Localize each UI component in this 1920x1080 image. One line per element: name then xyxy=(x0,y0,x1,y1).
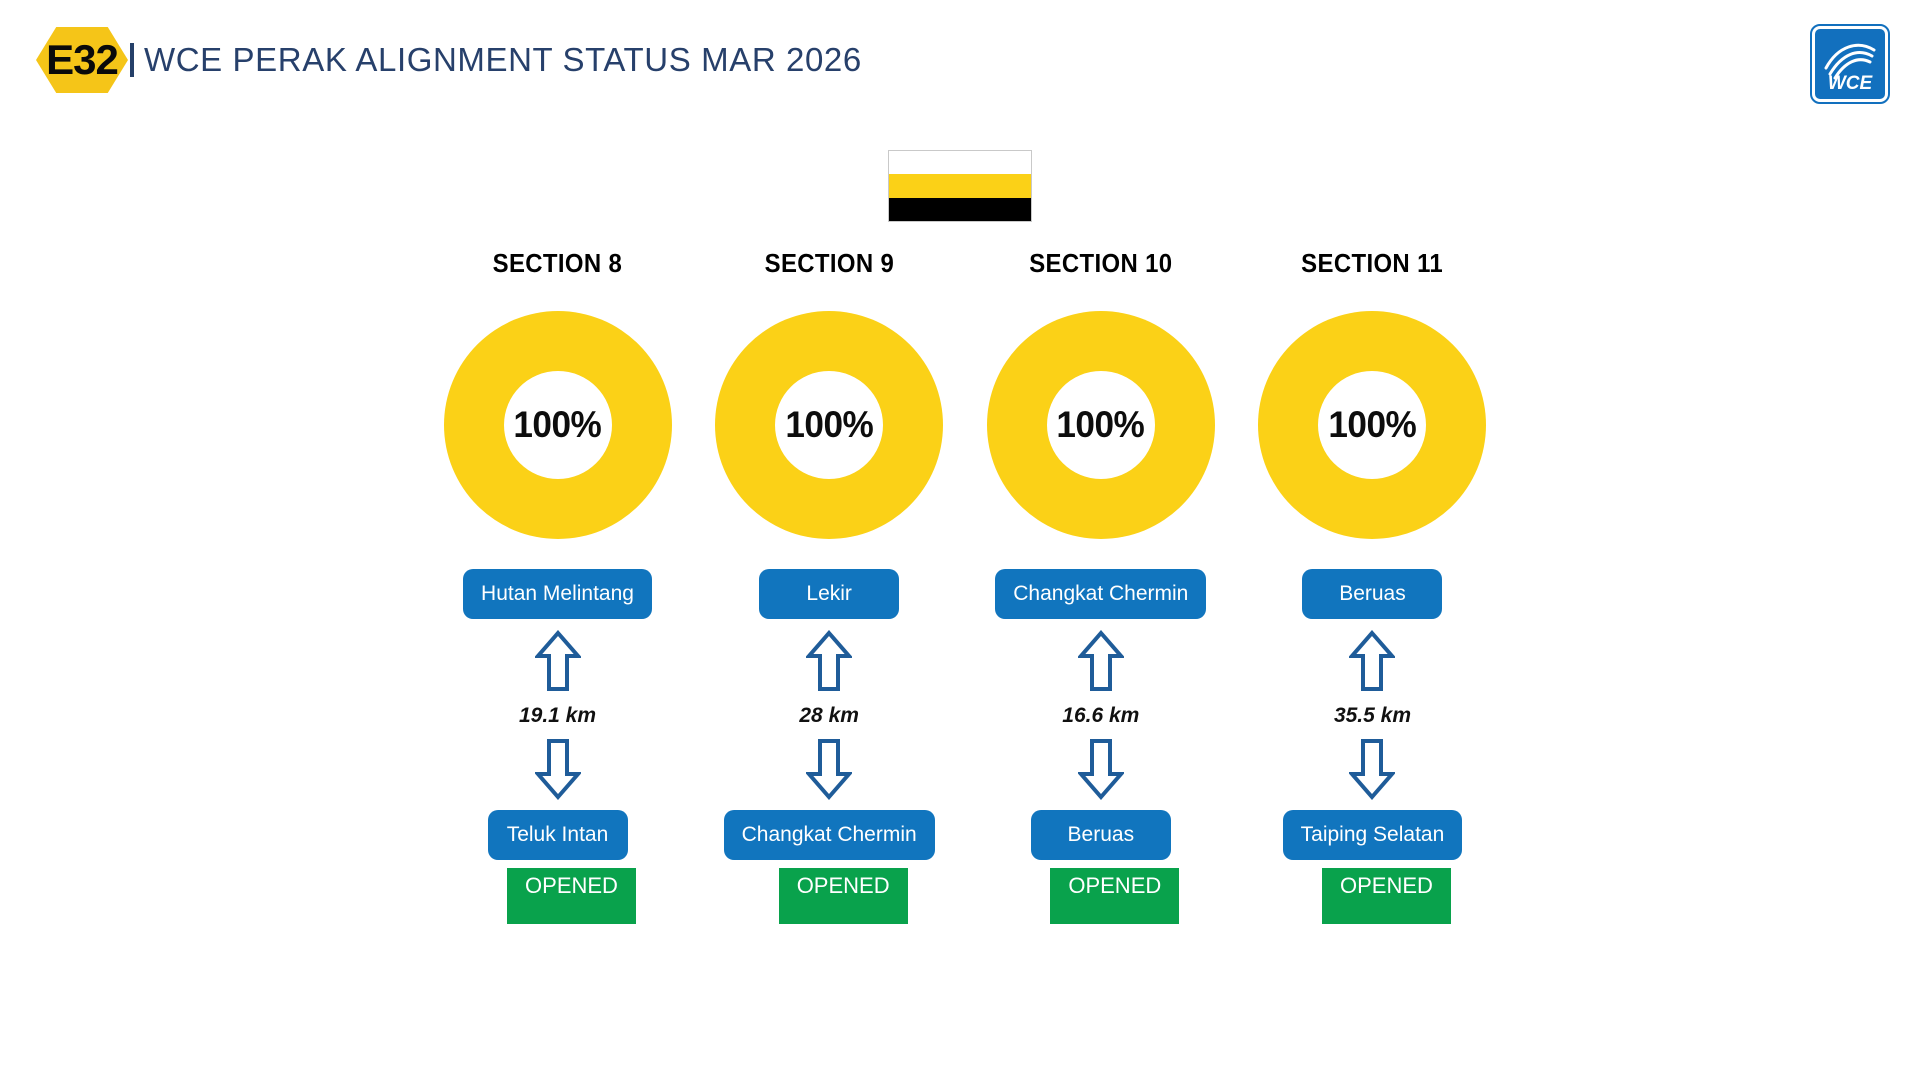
link-arrows: 35.5 km xyxy=(1333,619,1411,801)
progress-donut-chart: 100% xyxy=(1258,311,1487,539)
wce-logo: WCE xyxy=(1810,24,1890,104)
section-column: SECTION 11 100% Beruas 35.5 km Taiping S… xyxy=(1245,248,1500,925)
destination-node: Beruas xyxy=(1030,810,1171,861)
donut-hole: 100% xyxy=(775,371,884,479)
link-arrows: 28 km xyxy=(799,619,859,801)
arrow-up-icon xyxy=(1349,630,1396,692)
destination-node: Taiping Selatan xyxy=(1282,810,1463,861)
donut-hole: 100% xyxy=(1318,371,1427,479)
link-arrows: 19.1 km xyxy=(518,619,597,801)
section-column: SECTION 8 100% Hutan Melintang 19.1 km T… xyxy=(430,248,685,925)
distance-label: 35.5 km xyxy=(1333,704,1411,728)
destination-node: Changkat Chermin xyxy=(723,810,935,861)
distance-label: 28 km xyxy=(799,704,859,728)
arrow-down-icon xyxy=(1349,739,1396,801)
progress-percent-label: 100% xyxy=(785,404,874,445)
flag-stripe-yellow xyxy=(889,174,1031,198)
section-column: SECTION 10 100% Changkat Chermin 16.6 km… xyxy=(973,248,1228,925)
destination-node: Teluk Intan xyxy=(487,810,628,861)
section-title: SECTION 11 xyxy=(1301,248,1444,278)
status-badge: OPENED xyxy=(1050,868,1180,925)
link-arrows: 16.6 km xyxy=(1062,619,1140,801)
origin-node: Hutan Melintang xyxy=(463,569,652,620)
flag-stripe-black xyxy=(889,197,1031,221)
progress-percent-label: 100% xyxy=(1328,404,1417,445)
origin-node: Beruas xyxy=(1302,569,1443,620)
arrow-up-icon xyxy=(806,630,853,692)
route-number-label: E32 xyxy=(46,36,119,83)
donut-hole: 100% xyxy=(1046,371,1155,479)
status-badge: OPENED xyxy=(507,868,636,925)
section-title: SECTION 9 xyxy=(764,248,894,278)
origin-node: Lekir xyxy=(759,569,900,620)
arrow-down-icon xyxy=(806,739,853,801)
arrow-up-icon xyxy=(534,630,581,692)
section-column: SECTION 9 100% Lekir 28 km Changkat Cher… xyxy=(702,248,957,925)
origin-node: Changkat Chermin xyxy=(995,569,1207,620)
flag-stripe-white xyxy=(889,151,1031,175)
progress-donut-chart: 100% xyxy=(986,311,1215,539)
donut-hole: 100% xyxy=(503,371,612,479)
page-title: WCE PERAK ALIGNMENT STATUS MAR 2026 xyxy=(144,41,862,78)
arrow-up-icon xyxy=(1077,630,1124,692)
section-title: SECTION 10 xyxy=(1029,248,1173,278)
route-shield-icon: E32 xyxy=(36,27,128,93)
status-badge: OPENED xyxy=(778,868,908,925)
svg-text:WCE: WCE xyxy=(1828,73,1874,94)
distance-label: 16.6 km xyxy=(1062,704,1140,728)
progress-percent-label: 100% xyxy=(513,404,602,445)
progress-donut-chart: 100% xyxy=(715,311,944,539)
status-badge: OPENED xyxy=(1322,868,1451,925)
distance-label: 19.1 km xyxy=(518,704,597,728)
sections-container: SECTION 8 100% Hutan Melintang 19.1 km T… xyxy=(430,248,1500,925)
section-title: SECTION 8 xyxy=(492,248,623,278)
title-divider xyxy=(130,43,134,77)
slide-header: E32 WCE PERAK ALIGNMENT STATUS MAR 2026 xyxy=(36,26,862,94)
perak-flag-icon xyxy=(888,150,1032,222)
progress-percent-label: 100% xyxy=(1056,404,1145,445)
arrow-down-icon xyxy=(1077,739,1124,801)
arrow-down-icon xyxy=(534,739,581,801)
progress-donut-chart: 100% xyxy=(443,311,672,539)
